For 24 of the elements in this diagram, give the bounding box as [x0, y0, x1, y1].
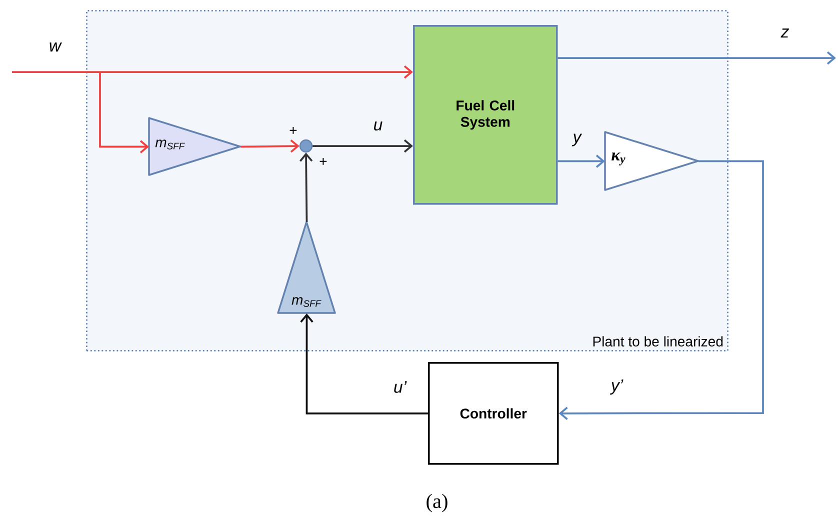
edge-label: u’ — [394, 381, 407, 393]
caption: (a) — [426, 494, 448, 512]
plus-sign: + — [290, 126, 297, 134]
gain-triangle: m$_{SFF}$ — [277, 221, 336, 314]
arrow — [240, 140, 300, 153]
edge-label: y — [572, 134, 582, 146]
arrow — [558, 51, 836, 65]
summing-junction — [299, 139, 313, 153]
edge-label: y’ — [610, 379, 624, 395]
arrow — [300, 313, 428, 414]
edge-label: z — [780, 28, 789, 38]
controller-box: Controller — [428, 362, 559, 465]
edge-label: w — [50, 42, 62, 52]
process-box: Fuel Cell System — [413, 25, 558, 205]
edge-label: u — [374, 121, 382, 131]
arrow — [99, 72, 149, 154]
arrow — [558, 154, 605, 168]
arrow — [300, 152, 313, 222]
plus-sign: + — [320, 158, 327, 165]
gain-triangle: m$_{SFF}$ — [148, 117, 241, 176]
arrow — [12, 65, 413, 79]
arrow — [312, 139, 413, 153]
gain-triangle: κ$_{y}$ — [604, 131, 699, 191]
arrow — [558, 160, 764, 420]
